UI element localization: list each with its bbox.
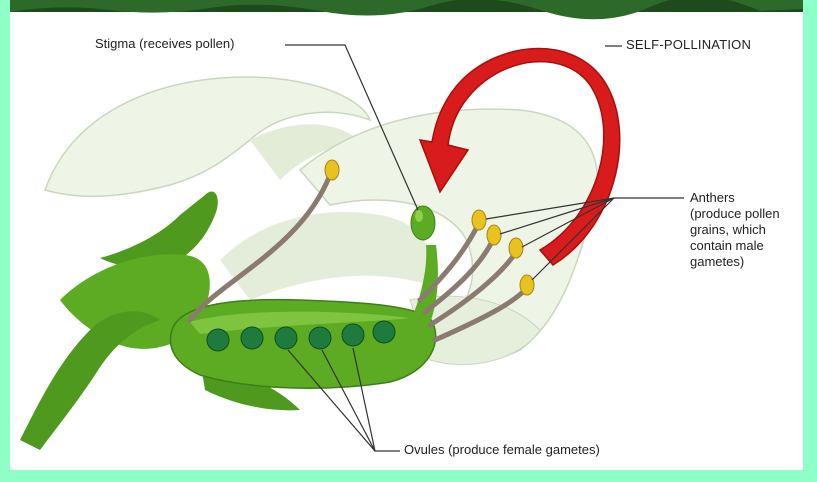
anther-5 (520, 275, 534, 295)
anthers-label-line: contain male (690, 238, 780, 254)
frame-border-bottom (0, 470, 817, 482)
ovule-1 (207, 329, 229, 351)
inner-petal-shade (220, 212, 433, 300)
ovule-2 (241, 327, 263, 349)
stigma-label: Stigma (receives pollen) (95, 36, 234, 52)
ovule-3 (275, 327, 297, 349)
anther-3 (487, 225, 501, 245)
ovule-6 (373, 321, 395, 343)
anther-2 (472, 210, 486, 230)
anthers-label-line: gametes) (690, 254, 780, 270)
stigma (411, 206, 435, 240)
anthers-label: Anthers (produce pollen grains, which co… (690, 190, 780, 270)
ovule-5 (342, 324, 364, 346)
stigma-highlight (415, 210, 423, 222)
anthers-label-line: grains, which (690, 222, 780, 238)
ovules-label: Ovules (produce female gametes) (404, 442, 600, 458)
frame-border-left (0, 0, 10, 482)
self-pollination-label: SELF-POLLINATION (626, 37, 751, 53)
anther-4 (509, 238, 523, 258)
anthers-label-line: (produce pollen (690, 206, 780, 222)
frame-border-right (803, 0, 817, 482)
anthers-label-line: Anthers (690, 190, 780, 206)
anther-1 (325, 160, 339, 180)
ovule-4 (309, 327, 331, 349)
